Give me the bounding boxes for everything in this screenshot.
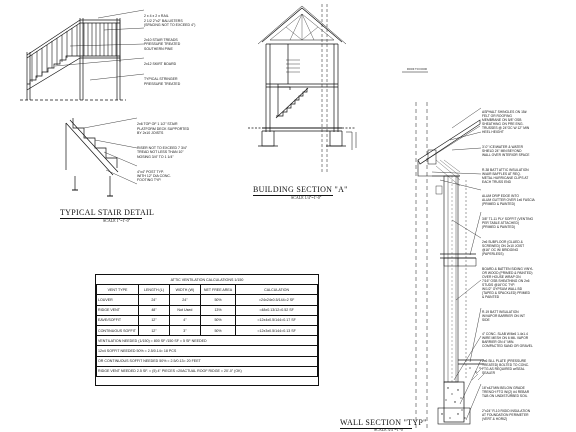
vent-cell: 48" <box>137 304 170 316</box>
vent-cell: RIDGE VENT <box>96 304 139 316</box>
vent-cell: 50% <box>199 314 237 326</box>
vent-cell: 24" <box>168 294 201 306</box>
vent-col-header: LENGTH (L) <box>137 284 170 296</box>
building-title-underline <box>253 195 333 196</box>
stair-notes-upper: 2 x 4 x 2 x RAIL 2 1/2 2"x2" BALUSTERS (… <box>144 6 195 93</box>
vent-note: VENTILATION NEEDED (1/150) = 800 SF /150… <box>96 335 318 347</box>
wall-section-leaders <box>431 107 482 421</box>
table-row: VENTILATION NEEDED (1/150) = 800 SF /150… <box>96 335 318 347</box>
attic-ventilation-table: ATTIC VENTILATION CALCULATIONS 1/150 VEN… <box>95 274 319 386</box>
vent-note: 12x4 SOFFIT NEEDED 50% = 2.5/0.14= 18 PC… <box>96 345 318 357</box>
stair-detail-elevation <box>20 18 126 101</box>
vent-note: OR CONTINUOUS SOFFIT NEEDED 50% = 2.5/0.… <box>96 355 318 367</box>
wall-note: R-19 BATT INSULATION W/VAPOR BARRIER ON … <box>482 309 525 322</box>
wall-note: 16"x42"MIN BELOW GRADE TRENCH FTG W/(2) … <box>482 385 530 398</box>
vent-cell: 4" <box>168 314 201 326</box>
vent-col-header: NET FREE AREA <box>199 284 237 296</box>
building-section-scale: SCALE 1/4"=1'-0" <box>291 195 322 200</box>
wall-section-title: WALL SECTION "TYP" <box>340 418 427 427</box>
stair-detail-title: TYPICAL STAIR DETAIL <box>60 208 155 217</box>
vent-cell: 3" <box>168 324 201 337</box>
vent-col-header: VENT TYPE <box>96 284 139 296</box>
building-section <box>248 5 357 150</box>
vent-cell: 24" <box>137 294 170 306</box>
building-section-tag: ROOF TO FOOR <box>402 67 428 73</box>
vent-cell: =24x24x0.5/144=2 SF <box>235 294 318 306</box>
wall-note: ALUM DRIP EDGE INTO ALUM GUTTER OVER 1x6… <box>482 194 535 207</box>
table-row: 12x4 SOFFIT NEEDED 50% = 2.5/0.14= 18 PC… <box>96 345 318 357</box>
vent-cell: 13% <box>199 304 237 316</box>
table-row: RIDGE VENT 48" Not Used 13% =48x0.13/12=… <box>96 304 318 316</box>
stair-note: TYPICAL STRINGER PRESSURE TREATED <box>144 77 181 86</box>
wall-note: 2x6 SILL PLATE (PRESSURE TREATED) BOLTED… <box>482 359 530 376</box>
wall-section-scale: SCALE 3/4"=1'-0" <box>374 427 405 432</box>
wall-notes: ASPHALT SHINGLES ON 15# FELT OR ROOFING … <box>482 102 535 428</box>
table-row: OR CONTINUOUS SOFFIT NEEDED 50% = 2.5/0.… <box>96 355 318 367</box>
wall-note: 3/8" T1-11 PLY SOFFIT (VENTING PER TABLE… <box>482 217 534 230</box>
vent-cell: =12x4x0.5/144=0.17 SF <box>235 314 318 326</box>
stair-note: 2 x 4 x 2 x RAIL 2 1/2 2"x2" BALUSTERS (… <box>144 14 196 27</box>
vent-note: RIDGE VENT NEEDED 2.5 SF. = (5) 4" PIECE… <box>96 365 318 377</box>
stair-notes-lower: 2x6 TOP OF 1 1/2" STAIR PLATFORM DECK SU… <box>137 114 189 190</box>
table-row: EAVE/SOFFIT 12" 4" 50% =12x4x0.5/144=0.1… <box>96 314 318 326</box>
vent-cell: 50% <box>199 294 237 306</box>
vent-cell: 12" <box>137 324 170 337</box>
stair-note: 2x10 STAIR TREADS PRESSURE TREATED SOUTH… <box>144 38 181 51</box>
stair-detail-scale: SCALE 1"=1'-0" <box>103 218 131 223</box>
stair-note: 2x6 TOP OF 1 1/2" STAIR PLATFORM DECK SU… <box>137 122 190 135</box>
wall-title-underline <box>340 428 412 429</box>
vent-cell: 50% <box>199 324 237 337</box>
table-row: LOUVER 24" 24" 50% =24x24x0.5/144=2 SF <box>96 294 318 306</box>
wall-note: R-38 BATT ATTIC INSULATION W/AIR BAFFLES… <box>482 167 529 184</box>
vent-cell: LOUVER <box>96 294 139 306</box>
wall-note: BOARD & BATTEN SIDING VINYL OR WOOD (PRI… <box>482 266 534 299</box>
vent-col-header: CALCULATION <box>235 284 318 296</box>
vent-cell: =12x3x0.5/144=0.13 SF <box>235 324 318 337</box>
stair-detail-section <box>65 118 119 197</box>
wall-section <box>415 102 485 428</box>
table-row: RIDGE VENT NEEDED 2.5 SF. = (5) 4" PIECE… <box>96 365 318 377</box>
building-section-title: BUILDING SECTION "A" <box>253 185 348 194</box>
vent-cell: Not Used <box>168 304 201 316</box>
wall-note: ASPHALT SHINGLES ON 15# FELT OR ROOFING … <box>482 110 530 134</box>
vent-table-caption: ATTIC VENTILATION CALCULATIONS 1/150 <box>170 277 244 282</box>
building-tag-text: ROOF TO FOOR <box>407 67 427 71</box>
stair-leaders-lower <box>83 117 138 185</box>
vent-cell: CONTINUOUS SOFFIT <box>96 324 139 337</box>
wall-note: 2x6 SUBFLOOR (GLUED & SCREWED) ON 2x10 J… <box>482 239 525 256</box>
vent-col-header: WIDTH (W) <box>168 284 201 296</box>
wall-note: 3'-0" ICE/WATER & WATER SHIELD 24" MIN B… <box>482 144 530 157</box>
table-row: CONTINUOUS SOFFIT 12" 3" 50% =12x3x0.5/1… <box>96 324 318 337</box>
stair-title-underline <box>60 218 142 219</box>
wall-note: 2"x24" R-10 RIGID INSULATION AT FOUNDATI… <box>482 408 531 421</box>
vent-cell: =48x0.13/12=0.52 SF <box>235 304 318 316</box>
vent-cell: EAVE/SOFFIT <box>96 314 139 326</box>
stair-leaders-upper <box>54 9 145 81</box>
vent-cell: 12" <box>137 314 170 326</box>
stair-note: RISER NOT TO EXCEED 7 3/4" TREAD NOT LES… <box>137 146 188 159</box>
stair-note: 4"x4" POST TYP. WITH 12" DIA CONC. FOOTI… <box>137 170 171 183</box>
building-section-cut-line <box>321 4 328 172</box>
wall-note: 4" CONC. SLAB W/6x6 1.4x1.4 WIRE MESH ON… <box>482 332 533 349</box>
stair-note: 2x12 SKIRT BOARD <box>144 62 177 67</box>
